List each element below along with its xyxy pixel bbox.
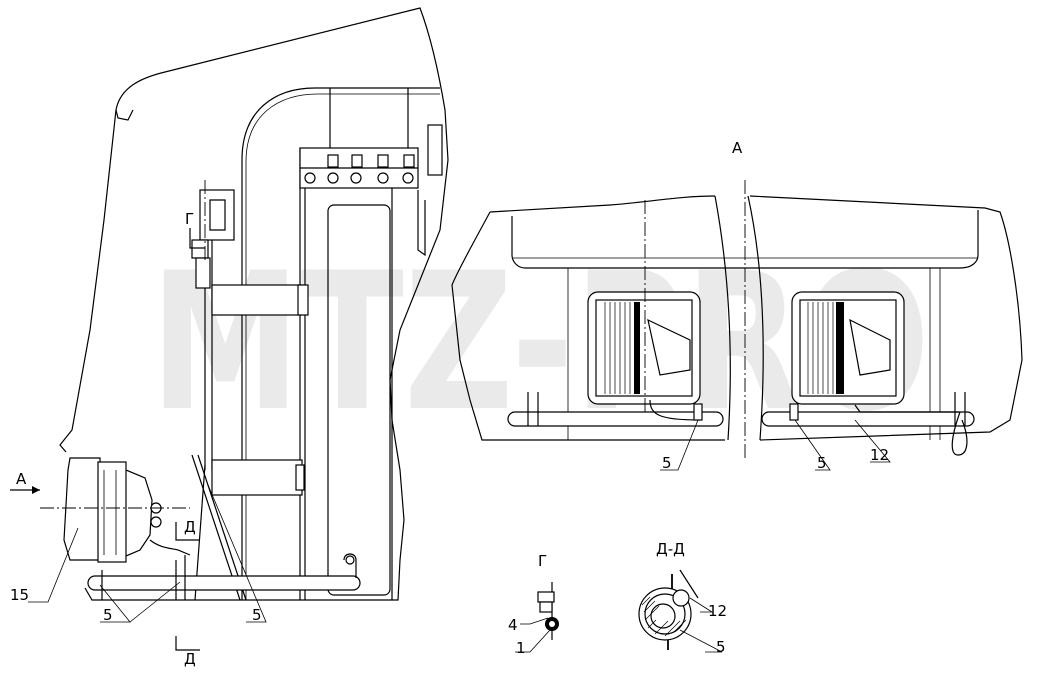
headlight-right	[791, 291, 905, 405]
callout-15: 15	[10, 586, 29, 604]
callout-1: 1	[516, 639, 526, 657]
side-view: А Г Д Д 15 5 5	[10, 7, 449, 668]
headlight-left	[587, 291, 701, 405]
bolt-row	[304, 154, 415, 184]
section-d-d: Д-Д 12 5	[638, 540, 727, 656]
view-a-title: А	[732, 139, 743, 157]
section-dd-title: Д-Д	[656, 540, 685, 558]
callout-5-view-right: 5	[817, 454, 827, 472]
callout-5-side-right: 5	[252, 606, 262, 624]
callout-12-section: 12	[708, 602, 727, 620]
callout-12-view: 12	[870, 446, 889, 464]
detail-g: Г 4 1	[508, 552, 559, 657]
section-marker-top: Д	[184, 518, 196, 536]
callout-5-section: 5	[716, 638, 726, 656]
view-a: А	[451, 139, 1023, 472]
callout-4: 4	[508, 616, 518, 634]
detail-g-title: Г	[538, 552, 547, 570]
view-a-arrow-label: А	[16, 470, 27, 488]
section-marker-bottom: Д	[184, 650, 196, 668]
callout-5-view-left: 5	[662, 454, 672, 472]
callout-5-side-left: 5	[103, 606, 113, 624]
headlight-side	[63, 457, 191, 563]
detail-g-marker: Г	[185, 210, 194, 228]
